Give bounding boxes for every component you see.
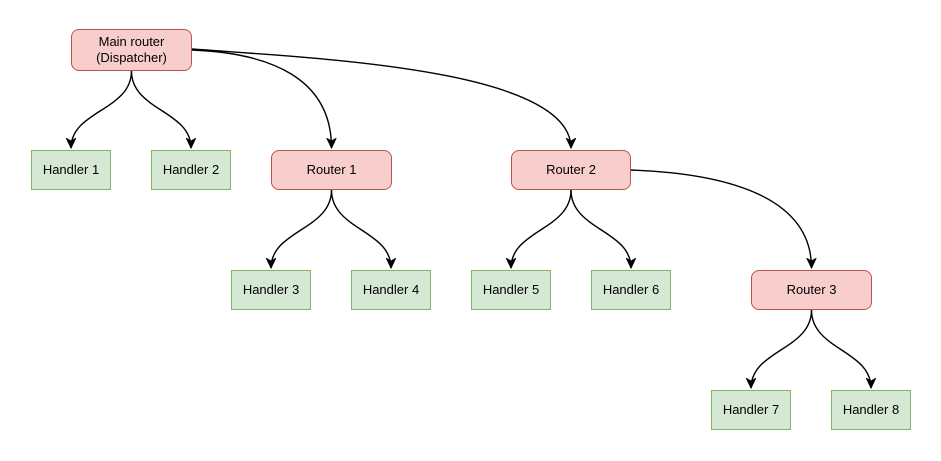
node-handler-6: Handler 6 bbox=[591, 270, 671, 310]
node-handler-8-label: Handler 8 bbox=[842, 401, 900, 417]
node-main-router-label: Main router (Dispatcher) bbox=[96, 33, 167, 65]
node-handler-1: Handler 1 bbox=[31, 150, 111, 190]
node-main-router: Main router (Dispatcher) bbox=[71, 29, 192, 71]
edge-main-to-handler1 bbox=[71, 70, 133, 148]
node-handler-2-label: Handler 2 bbox=[162, 161, 220, 177]
node-handler-3: Handler 3 bbox=[231, 270, 311, 310]
edge-router2-to-handler5 bbox=[511, 189, 572, 268]
node-router-3: Router 3 bbox=[751, 270, 872, 310]
edge-router3-to-handler8 bbox=[810, 309, 872, 388]
node-handler-1-label: Handler 1 bbox=[42, 161, 100, 177]
edge-main-to-router1 bbox=[191, 49, 332, 148]
node-handler-2: Handler 2 bbox=[151, 150, 231, 190]
node-handler-5-label: Handler 5 bbox=[482, 281, 540, 297]
node-handler-6-label: Handler 6 bbox=[602, 281, 660, 297]
node-handler-7-label: Handler 7 bbox=[722, 401, 780, 417]
edge-main-to-router2 bbox=[191, 48, 571, 148]
node-handler-8: Handler 8 bbox=[831, 390, 911, 430]
edge-main-to-handler2 bbox=[130, 70, 192, 148]
node-handler-3-label: Handler 3 bbox=[242, 281, 300, 297]
node-handler-4-label: Handler 4 bbox=[362, 281, 420, 297]
node-router-1: Router 1 bbox=[271, 150, 392, 190]
edge-router2-to-router3 bbox=[630, 169, 812, 268]
edge-router1-to-handler4 bbox=[330, 189, 392, 268]
edge-router1-to-handler3 bbox=[271, 189, 333, 268]
edge-router2-to-handler6 bbox=[570, 189, 631, 268]
node-handler-4: Handler 4 bbox=[351, 270, 431, 310]
node-router-3-label: Router 3 bbox=[786, 281, 837, 297]
edge-router3-to-handler7 bbox=[751, 309, 813, 388]
node-router-2: Router 2 bbox=[511, 150, 631, 190]
node-router-2-label: Router 2 bbox=[546, 161, 596, 177]
node-handler-5: Handler 5 bbox=[471, 270, 551, 310]
node-handler-7: Handler 7 bbox=[711, 390, 791, 430]
node-router-1-label: Router 1 bbox=[306, 161, 357, 177]
